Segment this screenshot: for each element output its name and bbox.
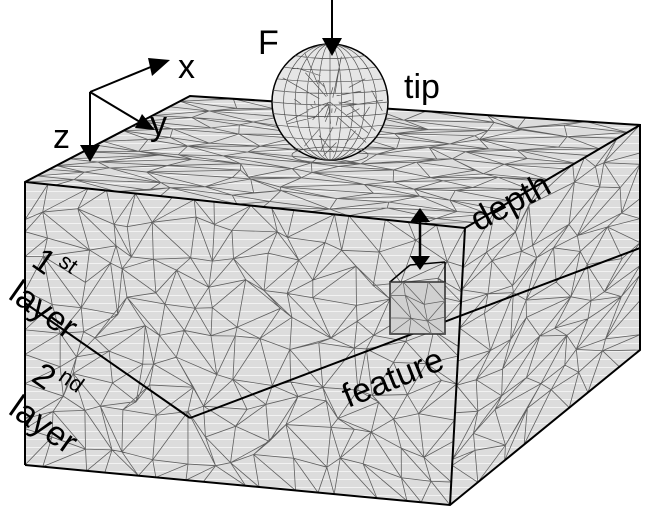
tip-mesh-lines bbox=[272, 44, 388, 160]
feature-mesh-lines bbox=[389, 281, 446, 335]
tip-label: tip bbox=[404, 68, 440, 106]
axis-z-label: z bbox=[53, 118, 70, 156]
x-axis-arrowhead bbox=[148, 58, 170, 76]
force-arrow bbox=[322, 0, 342, 56]
subsurface-feature bbox=[389, 261, 446, 335]
front-face bbox=[25, 182, 465, 505]
force-label: F bbox=[258, 24, 279, 62]
box-edges bbox=[24, 94, 641, 507]
front-face-mesh bbox=[25, 182, 465, 505]
mesh-front-lines bbox=[25, 182, 465, 505]
side-face bbox=[450, 125, 640, 505]
side-face-mesh bbox=[450, 125, 640, 505]
depth-arrow bbox=[410, 208, 430, 270]
y-axis-arrowhead bbox=[135, 114, 155, 130]
axis-x-label: x bbox=[178, 48, 195, 86]
z-axis-arrowhead bbox=[80, 145, 100, 162]
coordinate-axes bbox=[89, 63, 159, 150]
axis-y-label: y bbox=[150, 105, 167, 143]
mesh-side-lines bbox=[450, 125, 640, 505]
